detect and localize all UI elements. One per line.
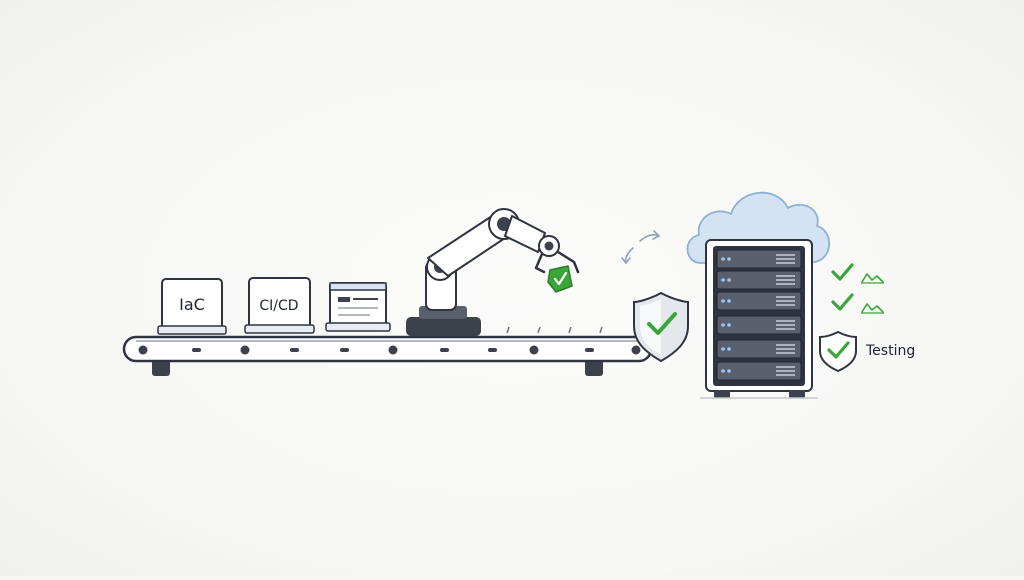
check-icon [831, 263, 884, 284]
testing-label: Testing [865, 343, 915, 359]
code-window-box [325, 282, 391, 332]
cicd-box: CI/CD [244, 277, 315, 334]
server-units [716, 249, 802, 381]
server-rack-icon [700, 239, 818, 399]
iac-label: IaC [179, 295, 205, 314]
conveyor-leg-right [585, 358, 603, 376]
cicd-label: CI/CD [259, 298, 298, 314]
held-check-badge-icon [547, 265, 573, 293]
robotic-arm-icon [406, 208, 580, 336]
iac-box: IaC [157, 278, 227, 335]
shield-check-icon [633, 291, 689, 363]
test-checks: Testing [819, 263, 915, 373]
conveyor-rollers [138, 345, 641, 355]
robot-base [406, 317, 481, 336]
conveyor-leg-left [152, 358, 170, 376]
testing-shield-icon [819, 330, 857, 373]
sync-arrows-icon [621, 230, 661, 265]
check-icon [831, 293, 884, 314]
